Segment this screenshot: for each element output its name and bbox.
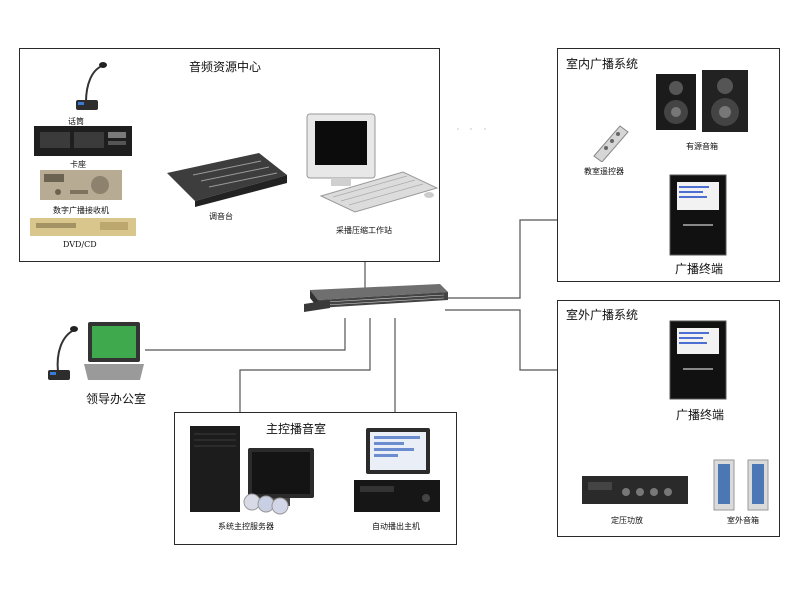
dvd-player-label: DVD/CD — [63, 240, 97, 249]
audio-center-title: 音频资源中心 — [189, 60, 262, 74]
office-microphone-icon — [48, 326, 78, 380]
laptop-icon — [84, 322, 144, 380]
speakers-label: 有源音箱 — [686, 142, 718, 151]
outdoor-speakers-label: 室外音箱 — [727, 516, 759, 525]
outdoor-speakers-icon — [713, 459, 769, 511]
server-label: 系统主控服务器 — [218, 522, 274, 531]
indoor-terminal-label: 广播终端 — [675, 262, 724, 276]
mixer-label: 调音台 — [209, 212, 233, 221]
microphone-icon — [76, 62, 107, 110]
auto-host-icon — [354, 428, 440, 512]
indoor-terminal-icon — [669, 174, 727, 256]
microphone-label: 话筒 — [68, 117, 84, 126]
outdoor-terminal-label: 广播终端 — [676, 408, 725, 422]
indoor-system-title: 室内广播系统 — [566, 57, 639, 71]
workstation-label: 采播压缩工作站 — [336, 226, 392, 235]
digital-receiver-label: 数字广播接收机 — [53, 206, 109, 215]
line-office-switch — [145, 318, 346, 351]
line-server-switch — [239, 318, 371, 428]
auto-host-label: 自动播出主机 — [372, 522, 420, 531]
mixer-icon — [167, 153, 287, 207]
remote-control-icon — [593, 125, 629, 162]
outdoor-system-title: 室外广播系统 — [566, 308, 639, 322]
amplifier-label: 定压功放 — [611, 516, 643, 525]
amplifier-icon — [582, 476, 688, 504]
digital-receiver-icon — [40, 170, 122, 200]
workstation-icon — [306, 113, 439, 213]
server-icon — [190, 426, 314, 515]
dvd-player-icon — [30, 218, 136, 236]
speakers-icon — [656, 70, 748, 132]
outdoor-terminal-icon — [669, 320, 727, 400]
remote-control-label: 教室遥控器 — [584, 167, 624, 176]
cassette-deck-label: 卡座 — [70, 160, 86, 169]
network-switch-icon — [304, 284, 448, 312]
cassette-deck-icon — [34, 126, 132, 156]
office-label: 领导办公室 — [86, 392, 147, 406]
control-room-title: 主控播音室 — [266, 422, 327, 436]
